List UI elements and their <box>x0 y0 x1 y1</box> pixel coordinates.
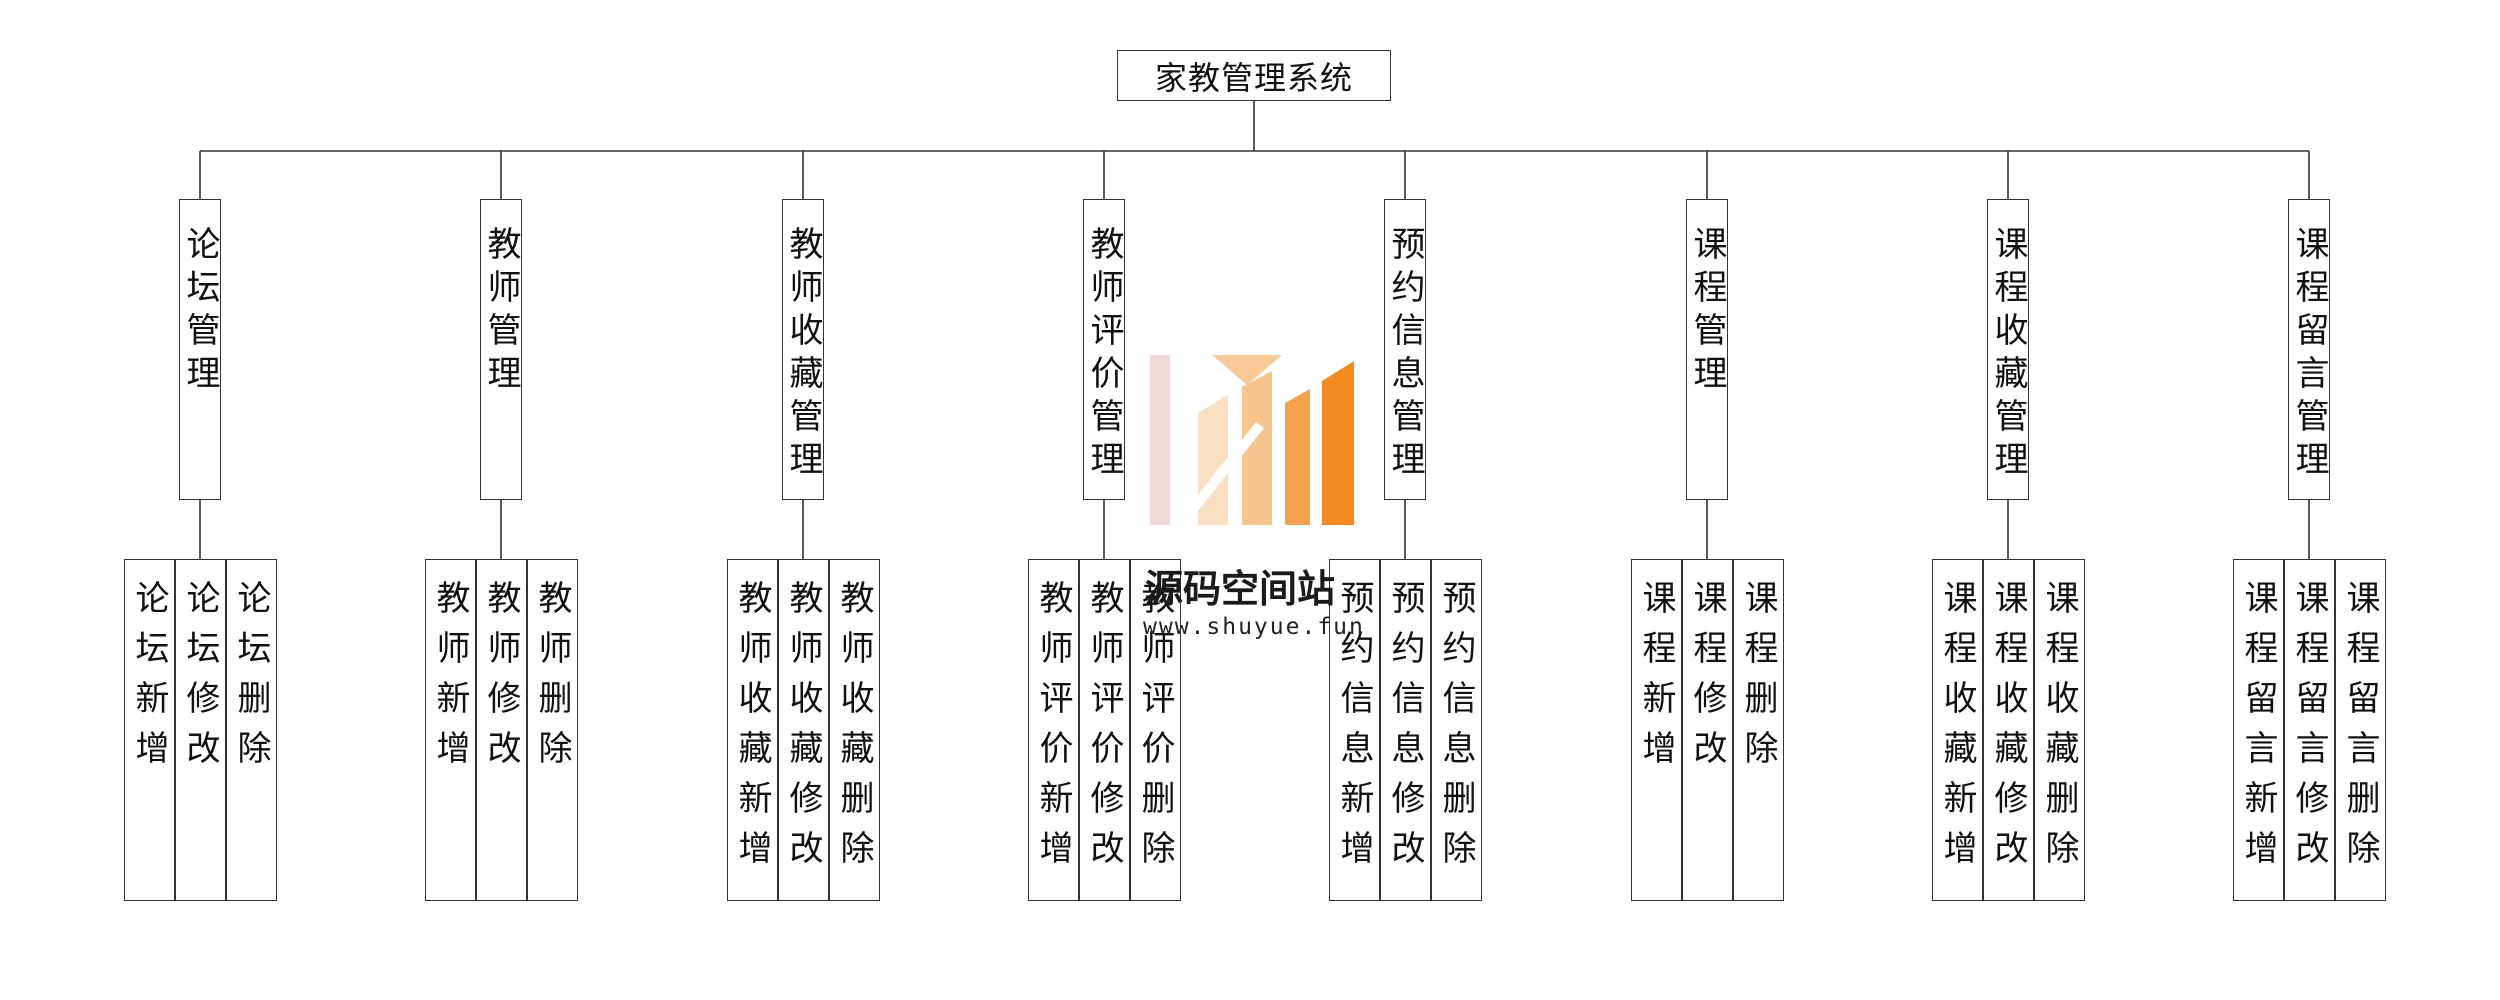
leaf-label: 预约信息修改 <box>1385 580 1425 880</box>
leaf-node: 教师收藏删除 <box>828 559 880 901</box>
leaf-node: 预约信息新增 <box>1328 559 1380 901</box>
watermark-title: 源码空间站 <box>1145 567 1336 611</box>
watermark-triangle <box>1212 355 1282 385</box>
leaf-node: 教师评价删除 <box>1129 559 1181 901</box>
leaf-node: 教师评价新增 <box>1027 559 1079 901</box>
leaf-label: 课程收藏修改 <box>1988 580 2028 880</box>
watermark-bar-mid <box>1285 389 1310 525</box>
watermark-bar-orange <box>1322 361 1354 525</box>
leaf-node: 课程收藏修改 <box>1982 559 2034 901</box>
leaf-node: 教师新增 <box>424 559 476 901</box>
module-label: 论坛管理 <box>180 226 220 398</box>
leaf-node: 预约信息删除 <box>1430 559 1482 901</box>
leaf-node: 论坛修改 <box>174 559 226 901</box>
leaf-label: 课程修改 <box>1687 580 1727 780</box>
module-label: 教师管理 <box>481 226 521 398</box>
leaf-node: 教师收藏修改 <box>777 559 829 901</box>
module-node: 教师收藏管理 <box>782 199 824 500</box>
leaf-label: 教师收藏删除 <box>834 580 874 880</box>
module-node: 课程留言管理 <box>2288 199 2330 500</box>
leaf-label: 教师删除 <box>532 580 572 780</box>
leaf-node: 课程留言修改 <box>2283 559 2335 901</box>
module-node: 教师评价管理 <box>1083 199 1125 500</box>
module-label: 教师评价管理 <box>1084 226 1124 484</box>
module-node: 课程收藏管理 <box>1987 199 2029 500</box>
leaf-label: 论坛新增 <box>129 580 169 780</box>
leaf-label: 预约信息删除 <box>1436 580 1476 880</box>
module-node: 教师管理 <box>480 199 522 500</box>
module-label: 课程收藏管理 <box>1988 226 2028 484</box>
leaf-node: 课程留言删除 <box>2334 559 2386 901</box>
leaf-label: 论坛删除 <box>231 580 271 780</box>
leaf-label: 教师收藏新增 <box>732 580 772 880</box>
module-label: 教师收藏管理 <box>783 226 823 484</box>
module-node: 预约信息管理 <box>1384 199 1426 500</box>
watermark-bar-pink <box>1150 355 1170 525</box>
leaf-label: 论坛修改 <box>180 580 220 780</box>
leaf-node: 课程修改 <box>1681 559 1733 901</box>
leaf-label: 教师评价修改 <box>1084 580 1124 880</box>
leaf-node: 教师删除 <box>526 559 578 901</box>
watermark-logo <box>1150 355 1354 529</box>
leaf-node: 论坛删除 <box>225 559 277 901</box>
leaf-label: 课程留言修改 <box>2289 580 2329 880</box>
leaf-node: 课程留言新增 <box>2232 559 2284 901</box>
root-node: 家教管理系统 <box>1117 50 1391 101</box>
module-label: 预约信息管理 <box>1385 226 1425 484</box>
leaf-node: 教师修改 <box>475 559 527 901</box>
leaf-node: 论坛新增 <box>123 559 175 901</box>
leaf-label: 课程收藏新增 <box>1937 580 1977 880</box>
module-node: 课程管理 <box>1686 199 1728 500</box>
watermark-url: www.shuyue.fun <box>1143 614 1365 640</box>
leaf-node: 教师评价修改 <box>1078 559 1130 901</box>
watermark-bar-light-2 <box>1242 371 1272 525</box>
leaf-label: 课程留言新增 <box>2238 580 2278 880</box>
leaf-node: 课程收藏删除 <box>2033 559 2085 901</box>
leaf-label: 教师评价删除 <box>1135 580 1175 880</box>
module-label: 课程管理 <box>1687 226 1727 398</box>
leaf-label: 预约信息新增 <box>1334 580 1374 880</box>
leaf-node: 课程收藏新增 <box>1931 559 1983 901</box>
watermark-slash <box>1176 421 1264 529</box>
leaf-label: 教师收藏修改 <box>783 580 823 880</box>
watermark-bar-light-1 <box>1198 395 1228 525</box>
leaf-node: 课程删除 <box>1732 559 1784 901</box>
leaf-label: 教师评价新增 <box>1033 580 1073 880</box>
leaf-label: 课程删除 <box>1738 580 1778 780</box>
leaf-label: 教师修改 <box>481 580 521 780</box>
module-label: 课程留言管理 <box>2289 226 2329 484</box>
root-label: 家教管理系统 <box>1154 58 1353 97</box>
leaf-node: 课程新增 <box>1630 559 1682 901</box>
leaf-label: 课程新增 <box>1636 580 1676 780</box>
leaf-node: 预约信息修改 <box>1379 559 1431 901</box>
leaf-label: 课程留言删除 <box>2340 580 2380 880</box>
module-node: 论坛管理 <box>179 199 221 500</box>
leaf-label: 课程收藏删除 <box>2039 580 2079 880</box>
leaf-label: 教师新增 <box>430 580 470 780</box>
leaf-node: 教师收藏新增 <box>726 559 778 901</box>
